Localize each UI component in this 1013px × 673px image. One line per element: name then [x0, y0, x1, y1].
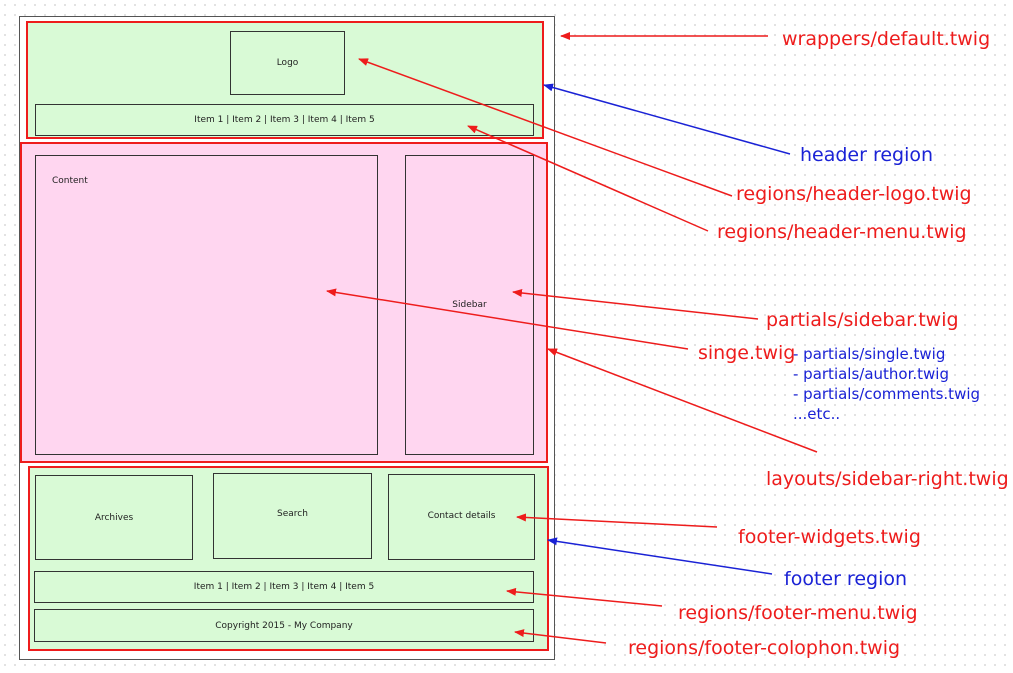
label-layout: layouts/sidebar-right.twig — [766, 468, 1009, 490]
footer-widget-archives: Archives — [35, 475, 193, 560]
label-header-region: header region — [800, 144, 934, 166]
footer-widget-label: Search — [277, 509, 308, 519]
footer-widget-contact: Contact details — [388, 474, 535, 560]
logo-box: Logo — [230, 31, 345, 95]
logo-label: Logo — [276, 58, 299, 68]
single-partials-list: - partials/single.twig - partials/author… — [793, 344, 980, 424]
single-partial-item: - partials/comments.twig — [793, 385, 981, 403]
footer-widget-label: Contact details — [427, 511, 496, 521]
label-sidebar-partial: partials/sidebar.twig — [766, 309, 959, 331]
label-footer-menu: regions/footer-menu.twig — [678, 602, 918, 624]
header-menu-box: Item 1 | Item 2 | Item 3 | Item 4 | Item… — [35, 104, 534, 136]
single-partial-item: ...etc.. — [793, 405, 841, 423]
label-footer-colophon: regions/footer-colophon.twig — [628, 637, 901, 659]
footer-menu-label: Item 1 | Item 2 | Item 3 | Item 4 | Item… — [193, 582, 375, 592]
footer-widget-label: Archives — [94, 512, 134, 523]
sidebar-box: Sidebar — [405, 155, 534, 455]
label-footer-widgets: footer-widgets.twig — [738, 526, 921, 548]
footer-colophon-box: Copyright 2015 - My Company — [34, 609, 534, 642]
label-header-menu: regions/header-menu.twig — [717, 221, 967, 243]
copyright-label: Copyright 2015 - My Company — [215, 620, 353, 631]
label-single: singe.twig — [698, 342, 796, 364]
single-partial-item: - partials/author.twig — [793, 365, 949, 383]
content-box: Content — [35, 155, 378, 455]
label-header-logo: regions/header-logo.twig — [736, 183, 972, 205]
content-label: Content — [52, 176, 88, 186]
footer-widget-search: Search — [213, 473, 372, 559]
footer-menu-box: Item 1 | Item 2 | Item 3 | Item 4 | Item… — [34, 571, 534, 603]
label-footer-region: footer region — [784, 568, 908, 590]
arrow-header-region — [543, 83, 791, 155]
single-partial-item: - partials/single.twig — [793, 345, 946, 363]
label-wrapper: wrappers/default.twig — [782, 28, 991, 50]
header-menu-label: Item 1 | Item 2 | Item 3 | Item 4 | Item… — [194, 115, 375, 125]
sidebar-label: Sidebar — [452, 300, 487, 310]
arrow-layout — [547, 348, 818, 453]
